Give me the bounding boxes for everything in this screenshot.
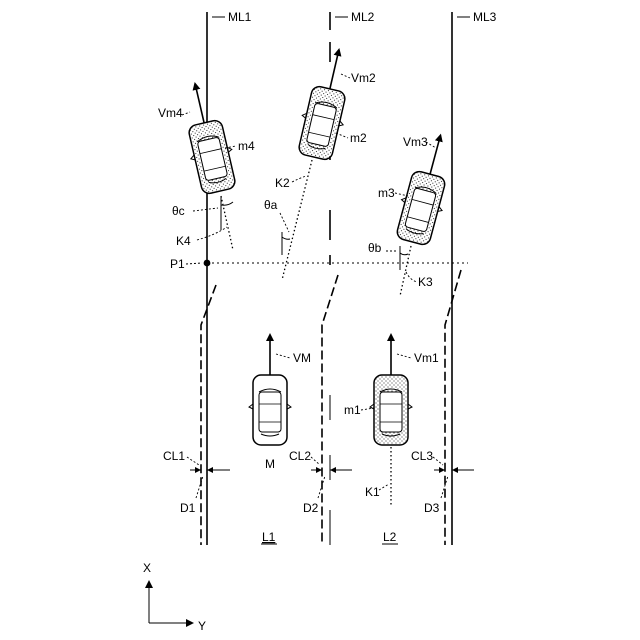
label-d3: D3 [424, 501, 440, 515]
label-m4: m4 [238, 139, 255, 153]
axis-indicator [149, 582, 192, 623]
dimension-cl3-d3 [433, 457, 474, 498]
lane-line-ml3-dashed [445, 270, 461, 545]
label-k2: K2 [275, 176, 290, 190]
label-axis-y: Y [198, 619, 206, 633]
label-vm4: Vm4 [158, 106, 183, 120]
lane-line-ml1-dashed [201, 285, 216, 545]
label-lane-l2: L2 [383, 530, 397, 544]
label-m3: m3 [378, 186, 395, 200]
label-p1: P1 [170, 257, 185, 271]
label-ml2: ML2 [351, 10, 375, 24]
label-cl3: CL3 [411, 449, 433, 463]
label-ml3: ML3 [473, 10, 497, 24]
label-vm2: Vm2 [351, 71, 376, 85]
label-m2: m2 [350, 131, 367, 145]
dimension-cl2-d2 [311, 457, 352, 498]
label-k4: K4 [176, 234, 191, 248]
vehicle-own [249, 335, 291, 445]
dimension-cl1-d1 [187, 457, 230, 498]
label-m1: m1 [344, 403, 361, 417]
label-vm: VM [293, 351, 311, 365]
label-theta-a: θa [264, 198, 278, 212]
label-m: M [265, 457, 275, 471]
label-cl1: CL1 [163, 449, 185, 463]
label-axis-x: X [143, 561, 151, 575]
label-lane-l1: L1 [262, 530, 276, 544]
point-p1 [204, 260, 211, 267]
trajectory-k4 [221, 196, 233, 250]
label-vm3: Vm3 [403, 135, 428, 149]
label-theta-c: θc [172, 204, 185, 218]
label-d2: D2 [303, 501, 319, 515]
label-vm1: Vm1 [414, 351, 439, 365]
label-cl2: CL2 [289, 449, 311, 463]
label-d1: D1 [180, 501, 196, 515]
label-ml1: ML1 [228, 10, 252, 24]
label-k3: K3 [418, 275, 433, 289]
label-k1: K1 [365, 485, 380, 499]
label-theta-b: θb [368, 241, 382, 255]
vehicle-m1 [370, 335, 412, 445]
